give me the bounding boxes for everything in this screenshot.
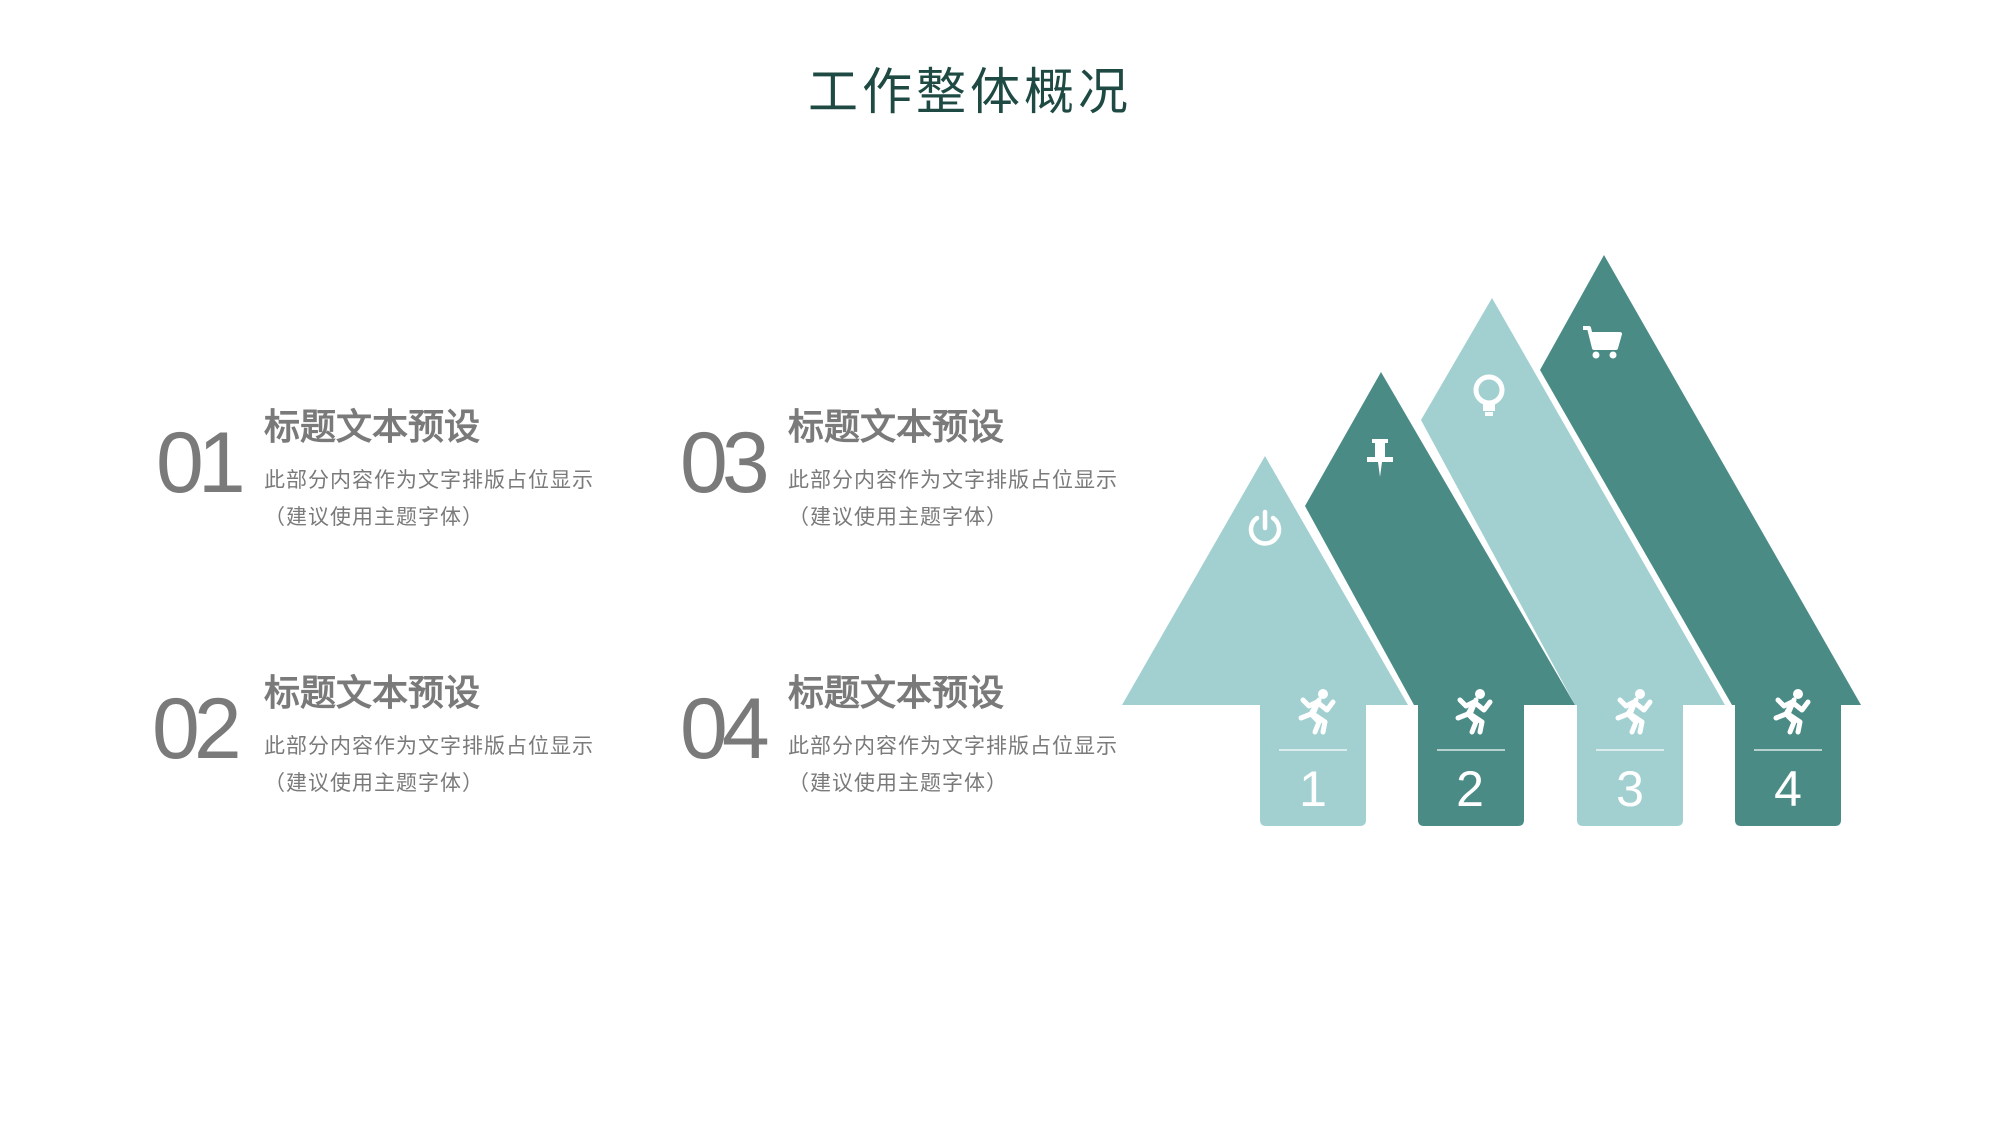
step-number: 3	[1616, 761, 1644, 817]
item-description-line: 此部分内容作为文字排版占位显示	[264, 468, 594, 492]
pushpin-icon	[1367, 439, 1393, 477]
lightbulb-icon	[1473, 374, 1505, 416]
item-description: 此部分内容作为文字排版占位显示 （建议使用主题字体）	[788, 462, 1168, 536]
power-icon	[1248, 509, 1282, 546]
item-description-line: （建议使用主题字体）	[788, 505, 1008, 529]
item-description-line: 此部分内容作为文字排版占位显示	[788, 468, 1118, 492]
item-description: 此部分内容作为文字排版占位显示 （建议使用主题字体）	[264, 728, 644, 802]
item-title: 标题文本预设	[264, 673, 481, 714]
item-description: 此部分内容作为文字排版占位显示 （建议使用主题字体）	[264, 462, 644, 536]
arrow-2: 2	[1305, 372, 1575, 826]
step-number: 2	[1456, 761, 1484, 817]
arrow-1: 1	[1122, 456, 1408, 826]
item-description: 此部分内容作为文字排版占位显示 （建议使用主题字体）	[788, 728, 1168, 802]
item-description-line: 此部分内容作为文字排版占位显示	[788, 734, 1118, 758]
step-number: 1	[1299, 761, 1327, 817]
item-title: 标题文本预设	[788, 407, 1005, 448]
item-number: 04	[680, 681, 770, 777]
shopping-cart-icon	[1583, 326, 1622, 359]
item-number: 01	[156, 415, 246, 511]
item-title: 标题文本预设	[264, 407, 481, 448]
item-title: 标题文本预设	[788, 673, 1005, 714]
arrow-3: 3	[1421, 298, 1725, 826]
step-number: 4	[1774, 761, 1802, 817]
item-description-line: （建议使用主题字体）	[264, 505, 484, 529]
item-description-line: （建议使用主题字体）	[788, 771, 1008, 795]
arrow-4: 4	[1540, 255, 1861, 826]
page-title: 工作整体概况	[808, 63, 1132, 121]
item-description-line: 此部分内容作为文字排版占位显示	[264, 734, 594, 758]
item-number: 03	[680, 415, 770, 511]
item-description-line: （建议使用主题字体）	[264, 771, 484, 795]
item-number: 02	[152, 681, 242, 777]
